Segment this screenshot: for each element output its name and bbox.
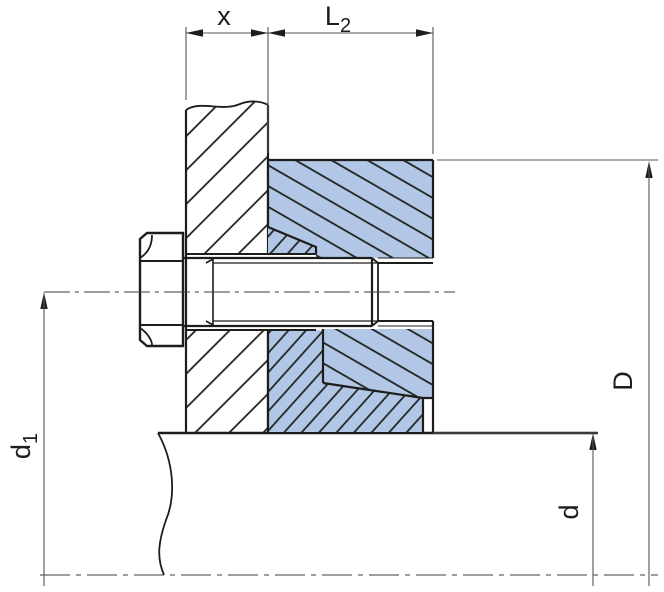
bolt-head (138, 231, 185, 348)
label-D: D (608, 371, 638, 391)
tapped-hole-minor-edges (378, 262, 433, 322)
arrow-l2-left (268, 29, 285, 37)
label-x: x (217, 1, 231, 31)
bore-lines (187, 253, 433, 331)
arrow-x-left (186, 29, 203, 37)
hub-section (184, 100, 270, 433)
shaft-break-line (157, 432, 174, 576)
extension-lines (185, 27, 658, 434)
outer-ring-upper-hatch (268, 160, 433, 258)
bolt-thread-root-lines (213, 262, 378, 322)
hub-upper-body (186, 101, 268, 254)
label-L2: L2 (325, 1, 351, 37)
bolt-head-flats (140, 260, 183, 326)
bolt-head-chamfer-arcs (139, 234, 153, 346)
shaft (157, 431, 598, 576)
hex-bolt (138, 231, 379, 348)
inner-ring-upper-hatch (268, 227, 316, 254)
clamping-element (266, 158, 435, 432)
clamping-element-outline (266, 158, 435, 432)
inner-ring-lower-hatch (268, 330, 423, 432)
hub-lower-body (186, 330, 268, 433)
arrow-x-right (251, 29, 268, 37)
label-d: d (554, 504, 584, 519)
hub-break-line (185, 100, 269, 111)
centerlines (40, 291, 658, 576)
label-d1: d1 (6, 433, 42, 459)
tapped-hole-major-edges (378, 257, 433, 327)
outer-ring-lower-hatch (323, 329, 433, 398)
clearance-hole-edges (187, 253, 316, 331)
arrow-l2-right (416, 29, 433, 37)
dimensions: x L2 d1 D d (6, 1, 658, 586)
